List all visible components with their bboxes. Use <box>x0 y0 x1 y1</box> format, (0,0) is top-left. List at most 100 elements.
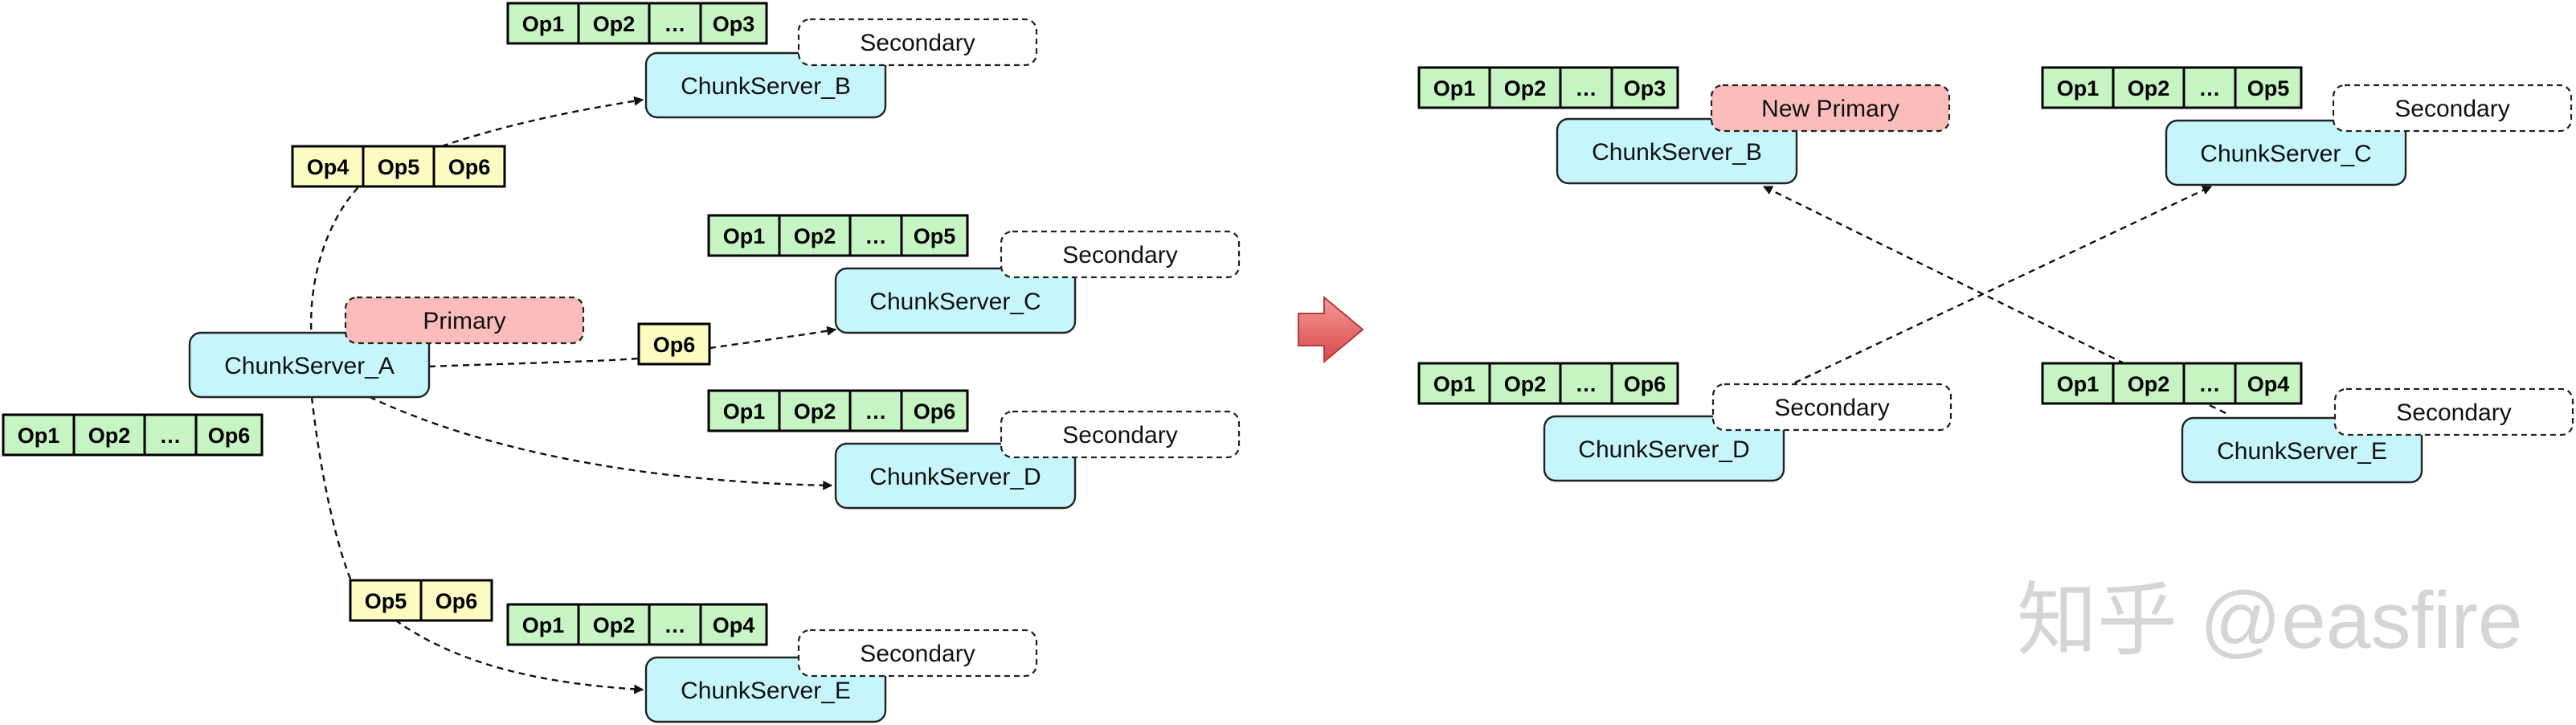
role-badge-secondary <box>797 18 1038 67</box>
role-label: Secondary <box>1062 242 1177 268</box>
role-label: Secondary <box>860 30 975 56</box>
inflight-op: Op4 <box>307 155 350 179</box>
chunkserver-d-after: Op1 Op2 … Op6 ChunkServer_D Secondary <box>1417 362 1952 482</box>
oplog-e-after: Op1 Op2 … Op4 <box>2041 362 2303 405</box>
role-badge-secondary <box>1711 383 1952 432</box>
chunkserver-e-after: Op1 Op2 … Op4 ChunkServer_E Secondary <box>2041 362 2574 484</box>
server-box <box>834 267 1077 334</box>
role-badge-secondary <box>2333 387 2574 436</box>
op-cell: Op5 <box>914 224 956 248</box>
op-cell: … <box>664 613 686 637</box>
role-badge-secondary <box>1000 230 1241 279</box>
after-panel: Op1 Op2 … Op3 ChunkServer_B New Primary … <box>1417 66 2574 484</box>
chunkserver-a-before: Op1 Op2 … Op6 ChunkServer_A Primary <box>2 296 585 457</box>
op-cell: Op6 <box>1624 372 1666 396</box>
inflight-group-to-c: Op6 <box>637 322 711 366</box>
server-box <box>188 331 431 399</box>
role-badge-secondary <box>1000 410 1241 459</box>
oplog-b-after: Op1 Op2 … Op3 <box>1417 66 1679 109</box>
server-box <box>1543 415 1785 482</box>
server-name: ChunkServer_C <box>869 289 1041 315</box>
chunkserver-b-before: Op1 Op2 … Op3 ChunkServer_B Secondary <box>506 2 1038 119</box>
right-arrow-icon <box>1298 295 1364 364</box>
inflight-op: Op6 <box>653 333 696 357</box>
server-name: ChunkServer_D <box>1578 436 1749 463</box>
op-cell: Op1 <box>723 224 766 248</box>
op-cell: Op2 <box>794 224 836 248</box>
chunkserver-c-before: Op1 Op2 … Op5 ChunkServer_C Secondary <box>707 214 1241 334</box>
role-label: Secondary <box>2394 96 2509 122</box>
role-badge-primary <box>344 296 585 345</box>
server-name: ChunkServer_B <box>1592 139 1762 166</box>
server-box <box>644 51 887 119</box>
op-cell: Op6 <box>208 424 251 448</box>
inflight-op: Op6 <box>448 155 491 179</box>
inflight-group-to-b: Op4 Op5 Op6 <box>291 145 506 188</box>
oplog-a: Op1 Op2 … Op6 <box>2 413 264 457</box>
inflight-op: Op6 <box>435 589 478 613</box>
oplog-c-after: Op1 Op2 … Op5 <box>2041 66 2303 109</box>
oplog-c: Op1 Op2 … Op5 <box>707 214 969 257</box>
op-cell: … <box>664 12 686 36</box>
server-name: ChunkServer_E <box>681 678 851 704</box>
op-cell: Op2 <box>593 613 636 637</box>
op-cell: Op2 <box>593 12 636 36</box>
op-cell: Op1 <box>1433 76 1476 100</box>
chunkserver-e-before: Op1 Op2 … Op4 ChunkServer_E Secondary <box>506 603 1038 723</box>
edge-cross-b-e <box>1762 185 2226 415</box>
op-cell: Op1 <box>18 424 60 448</box>
op-cell: Op2 <box>88 424 131 448</box>
server-box <box>834 442 1077 510</box>
role-label: Secondary <box>2396 399 2511 426</box>
server-name: ChunkServer_C <box>2200 141 2371 167</box>
oplog-d: Op1 Op2 … Op6 <box>707 389 969 432</box>
before-panel: Op4 Op5 Op6 Op6 Op5 Op6 Op1 Op2 … <box>2 2 1241 723</box>
op-cell: … <box>865 224 887 248</box>
oplog-d-after: Op1 Op2 … Op6 <box>1417 362 1679 405</box>
op-cell: Op4 <box>2247 372 2290 396</box>
op-cell: Op6 <box>914 399 956 424</box>
op-cell: … <box>1576 76 1597 100</box>
op-cell: Op2 <box>2128 372 2170 396</box>
op-cell: Op1 <box>723 399 766 424</box>
op-cell: … <box>2199 76 2221 100</box>
op-cell: Op1 <box>522 613 565 637</box>
op-cell: Op2 <box>2128 76 2170 100</box>
op-cell: Op2 <box>1504 372 1547 396</box>
server-name: ChunkServer_E <box>2217 438 2387 465</box>
op-cell: … <box>1576 372 1597 396</box>
watermark: 知乎 @easfire <box>2017 575 2522 666</box>
inflight-op: Op5 <box>378 155 420 179</box>
edge-a-to-d <box>369 395 833 490</box>
op-cell: Op5 <box>2247 76 2290 100</box>
op-cell: … <box>160 424 182 448</box>
op-cell: Op3 <box>713 12 755 36</box>
inflight-group-to-e: Op5 Op6 <box>349 579 493 622</box>
server-name: ChunkServer_D <box>869 464 1041 490</box>
server-name: ChunkServer_A <box>224 353 395 379</box>
op-cell: Op1 <box>1433 372 1476 396</box>
op-cell: Op1 <box>2057 76 2100 100</box>
op-cell: … <box>865 399 887 424</box>
role-label: New Primary <box>1761 96 1899 122</box>
oplog-e: Op1 Op2 … Op4 <box>506 603 768 646</box>
oplog-b: Op1 Op2 … Op3 <box>506 2 768 45</box>
role-label: Secondary <box>1062 422 1177 449</box>
op-cell: Op2 <box>1504 76 1547 100</box>
op-cell: Op1 <box>522 12 565 36</box>
role-badge-secondary <box>797 629 1038 678</box>
role-badge-new-primary <box>1710 84 1951 133</box>
role-label: Secondary <box>860 641 975 667</box>
server-box <box>1556 117 1798 185</box>
chunkserver-b-after: Op1 Op2 … Op3 ChunkServer_B New Primary <box>1417 66 1951 185</box>
chunkserver-d-before: Op1 Op2 … Op6 ChunkServer_D Secondary <box>707 389 1241 510</box>
inflight-op: Op5 <box>365 589 407 613</box>
op-cell: Op1 <box>2057 372 2100 396</box>
server-box <box>2165 119 2407 186</box>
role-label: Secondary <box>1774 395 1889 421</box>
op-cell: Op2 <box>794 399 836 424</box>
chunkserver-c-after: Op1 Op2 … Op5 ChunkServer_C Secondary <box>2041 66 2573 186</box>
server-name: ChunkServer_B <box>681 73 851 100</box>
role-label: Primary <box>423 308 505 334</box>
